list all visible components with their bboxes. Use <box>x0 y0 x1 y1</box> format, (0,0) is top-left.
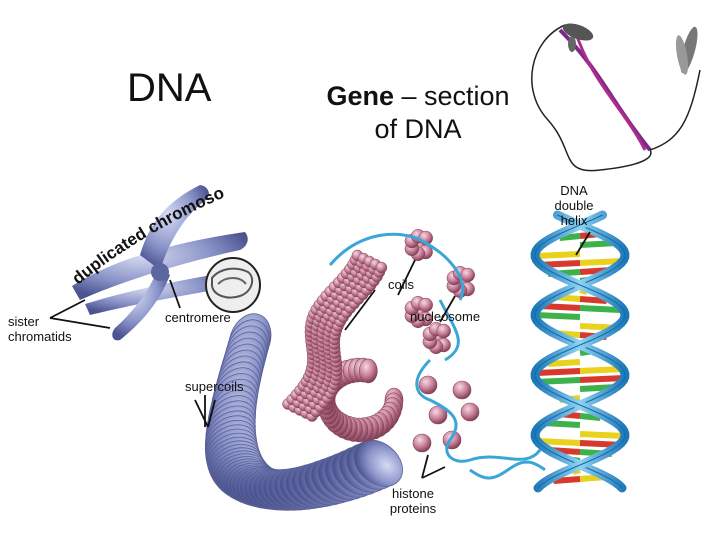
page-title: DNA <box>127 66 212 110</box>
supercoils-label: supercoils <box>185 379 244 394</box>
histone-beads <box>412 375 480 453</box>
base-pair <box>579 249 625 257</box>
base-pair <box>534 312 581 320</box>
histone-proteins-label-line1: histone <box>392 486 434 501</box>
base-pair <box>535 251 581 259</box>
helix-backbone-edge <box>534 214 626 489</box>
dna-double-helix-label-line2: double <box>554 198 594 213</box>
histone-bead <box>452 380 472 400</box>
gene-title-rest: – section <box>393 81 510 111</box>
histone-proteins-label-line2: proteins <box>389 501 437 516</box>
nucleosome-bead <box>418 297 433 313</box>
histone-bead <box>412 433 432 453</box>
base-pair <box>579 305 621 313</box>
sister-chromatids-label: sister chromatids <box>8 314 72 344</box>
dna-strand-connectors <box>328 232 542 463</box>
base-pair <box>579 422 617 430</box>
base-pair <box>579 258 623 266</box>
base-pair <box>537 368 581 376</box>
dna-double-helix-label-line3: helix <box>560 213 588 228</box>
nucleosome-bead <box>436 323 451 339</box>
coils-label: coils <box>388 277 415 292</box>
chromatin-zoom-circle <box>205 257 261 313</box>
nucleosome-clusters <box>404 228 475 355</box>
base-pair <box>579 296 607 304</box>
histone-bead <box>460 402 480 422</box>
base-pair <box>553 476 581 484</box>
base-pair <box>579 375 625 383</box>
sister-chromatids-label-line2: chromatids <box>8 329 72 344</box>
gene-title: Gene – section of DNA <box>318 80 518 146</box>
base-pair <box>537 438 581 446</box>
nucleosome-bead <box>460 267 475 283</box>
helix-backbone-edge <box>534 214 626 489</box>
coiled-fiber <box>282 249 388 422</box>
duplicated-chromosome <box>72 185 248 341</box>
base-pair <box>579 366 623 374</box>
label-pointers <box>49 231 591 479</box>
base-pair <box>579 413 601 421</box>
inset-chromosome-right <box>675 26 698 75</box>
coil-bead <box>375 261 388 274</box>
coil-loop-bead <box>358 358 378 384</box>
dna-double-helix-label: DNA double helix <box>546 183 602 228</box>
centromere-label: centromere <box>165 310 231 325</box>
base-pair <box>579 431 625 439</box>
gene-title-line2: of DNA <box>374 114 462 144</box>
gene-title-bold: Gene <box>326 81 394 111</box>
inset-helix-illustration <box>531 23 701 172</box>
base-pair <box>535 429 581 437</box>
nucleosome-label: nucleosome <box>410 309 481 324</box>
supercoil-ring <box>353 439 403 487</box>
supercoil-fiber <box>204 313 404 511</box>
dna-double-helix-label-line1: DNA <box>560 183 588 198</box>
base-pair <box>579 314 626 322</box>
dna-double-helix <box>469 210 630 493</box>
sister-chromatids-label-line1: sister <box>8 314 40 329</box>
base-pair <box>559 233 581 241</box>
histone-bead <box>418 375 438 395</box>
inset-chromosome-left <box>562 23 594 52</box>
base-pair <box>548 359 581 367</box>
histone-proteins-label: histone proteins <box>380 486 446 516</box>
helix-tail <box>469 460 546 480</box>
base-pair <box>543 242 581 250</box>
